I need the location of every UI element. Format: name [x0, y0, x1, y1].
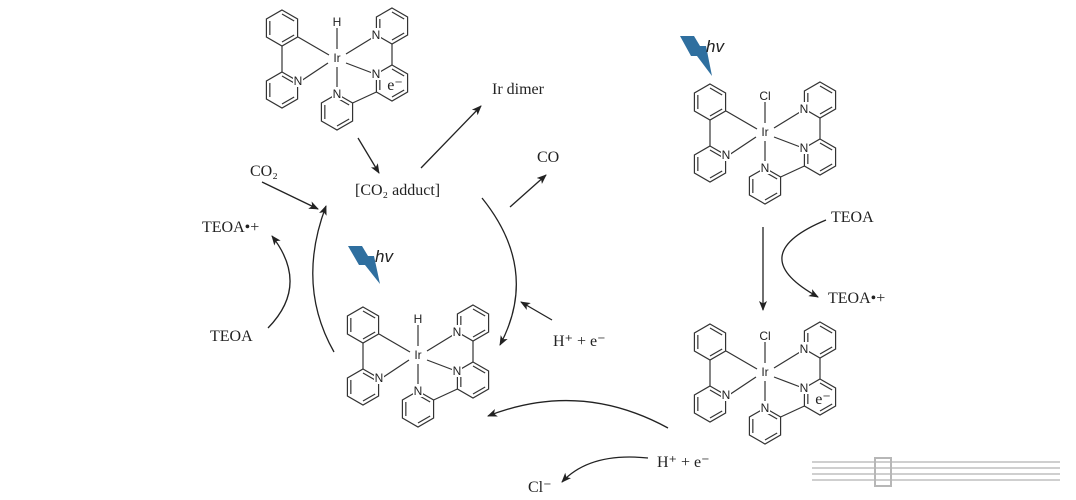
axial-ligand-label: H	[414, 312, 423, 326]
nitrogen-label: N	[453, 325, 462, 339]
nitrogen-label: N	[294, 74, 303, 88]
nitrogen-label: N	[761, 401, 770, 415]
metal-label: Ir	[761, 125, 768, 139]
co2-adduct-label: [CO₂ adduct]	[355, 182, 440, 199]
nitrogen-label: N	[800, 141, 809, 155]
metal-label: Ir	[333, 51, 340, 65]
ring	[456, 361, 490, 399]
hv-label-right: hv	[706, 37, 725, 56]
metal-label: Ir	[414, 348, 421, 362]
axial-ligand-label: Cl	[759, 89, 770, 103]
teoa-radical-right-label: TEOA•+	[828, 290, 885, 307]
co-label: CO	[537, 149, 559, 166]
axial-ligand-label: Cl	[759, 329, 770, 343]
lightning-icon-right	[680, 36, 712, 76]
teoa-oxidation-arrow-right	[781, 219, 827, 298]
nitrogen-label: N	[375, 371, 384, 385]
chloride-label: Cl⁻	[528, 479, 552, 496]
nitrogen-label: N	[800, 381, 809, 395]
co-release-arrow	[509, 174, 547, 208]
ring	[346, 306, 380, 344]
nitrogen-label: N	[453, 364, 462, 378]
complex-to-adduct-arrow	[357, 137, 380, 174]
ring	[401, 390, 435, 428]
cycle-arc-right	[481, 197, 517, 346]
cycle-arc-left	[312, 205, 335, 353]
lightning-icon-center	[348, 246, 380, 284]
nitrogen-label: N	[722, 148, 731, 162]
ir-dimer-label: Ir dimer	[492, 81, 545, 98]
nitrogen-label: N	[333, 87, 342, 101]
teoa-radical-left-label: TEOA•+	[202, 219, 259, 236]
electron-label: e⁻	[815, 391, 831, 408]
nitrogen-label: N	[800, 342, 809, 356]
proton-electron-middle-label: H⁺ + e⁻	[553, 333, 606, 350]
hv-label-center: hv	[375, 247, 394, 266]
ring	[693, 323, 727, 361]
ring	[320, 93, 354, 131]
nitrogen-label: N	[761, 161, 770, 175]
teoa-right-label: TEOA	[831, 209, 874, 226]
nitrogen-label: N	[372, 28, 381, 42]
ring	[265, 9, 299, 47]
teoa-oxidation-arrow-left	[267, 235, 291, 329]
nitrogen-label: N	[800, 102, 809, 116]
ring	[748, 167, 782, 205]
adduct-to-dimer-arrow	[420, 105, 482, 169]
electron-label: e⁻	[387, 77, 403, 94]
ring	[693, 83, 727, 121]
axial-ligand-label: H	[333, 15, 342, 29]
proton-electron-bottom-label: H⁺ + e⁻	[657, 454, 710, 471]
ring	[375, 7, 409, 45]
proton-electron-arrow	[520, 301, 553, 321]
nitrogen-label: N	[722, 388, 731, 402]
chloride-release-arrow	[561, 456, 649, 483]
metal-label: Ir	[761, 365, 768, 379]
ring	[456, 304, 490, 342]
ring	[803, 321, 837, 359]
ring	[748, 407, 782, 445]
nitrogen-label: N	[372, 67, 381, 81]
ir-chloride-complex: Ir ClN N N N	[693, 81, 837, 205]
co2-label: CO₂	[250, 163, 278, 180]
ir-hydride-complex: Ir H N N N N	[346, 304, 490, 428]
ring	[803, 138, 837, 176]
co2-input-arrow	[261, 181, 319, 210]
teoa-left-label: TEOA	[210, 328, 253, 345]
watermark	[812, 457, 1060, 487]
ring	[803, 81, 837, 119]
nitrogen-label: N	[414, 384, 423, 398]
cycle-arc-bottom	[487, 399, 669, 429]
